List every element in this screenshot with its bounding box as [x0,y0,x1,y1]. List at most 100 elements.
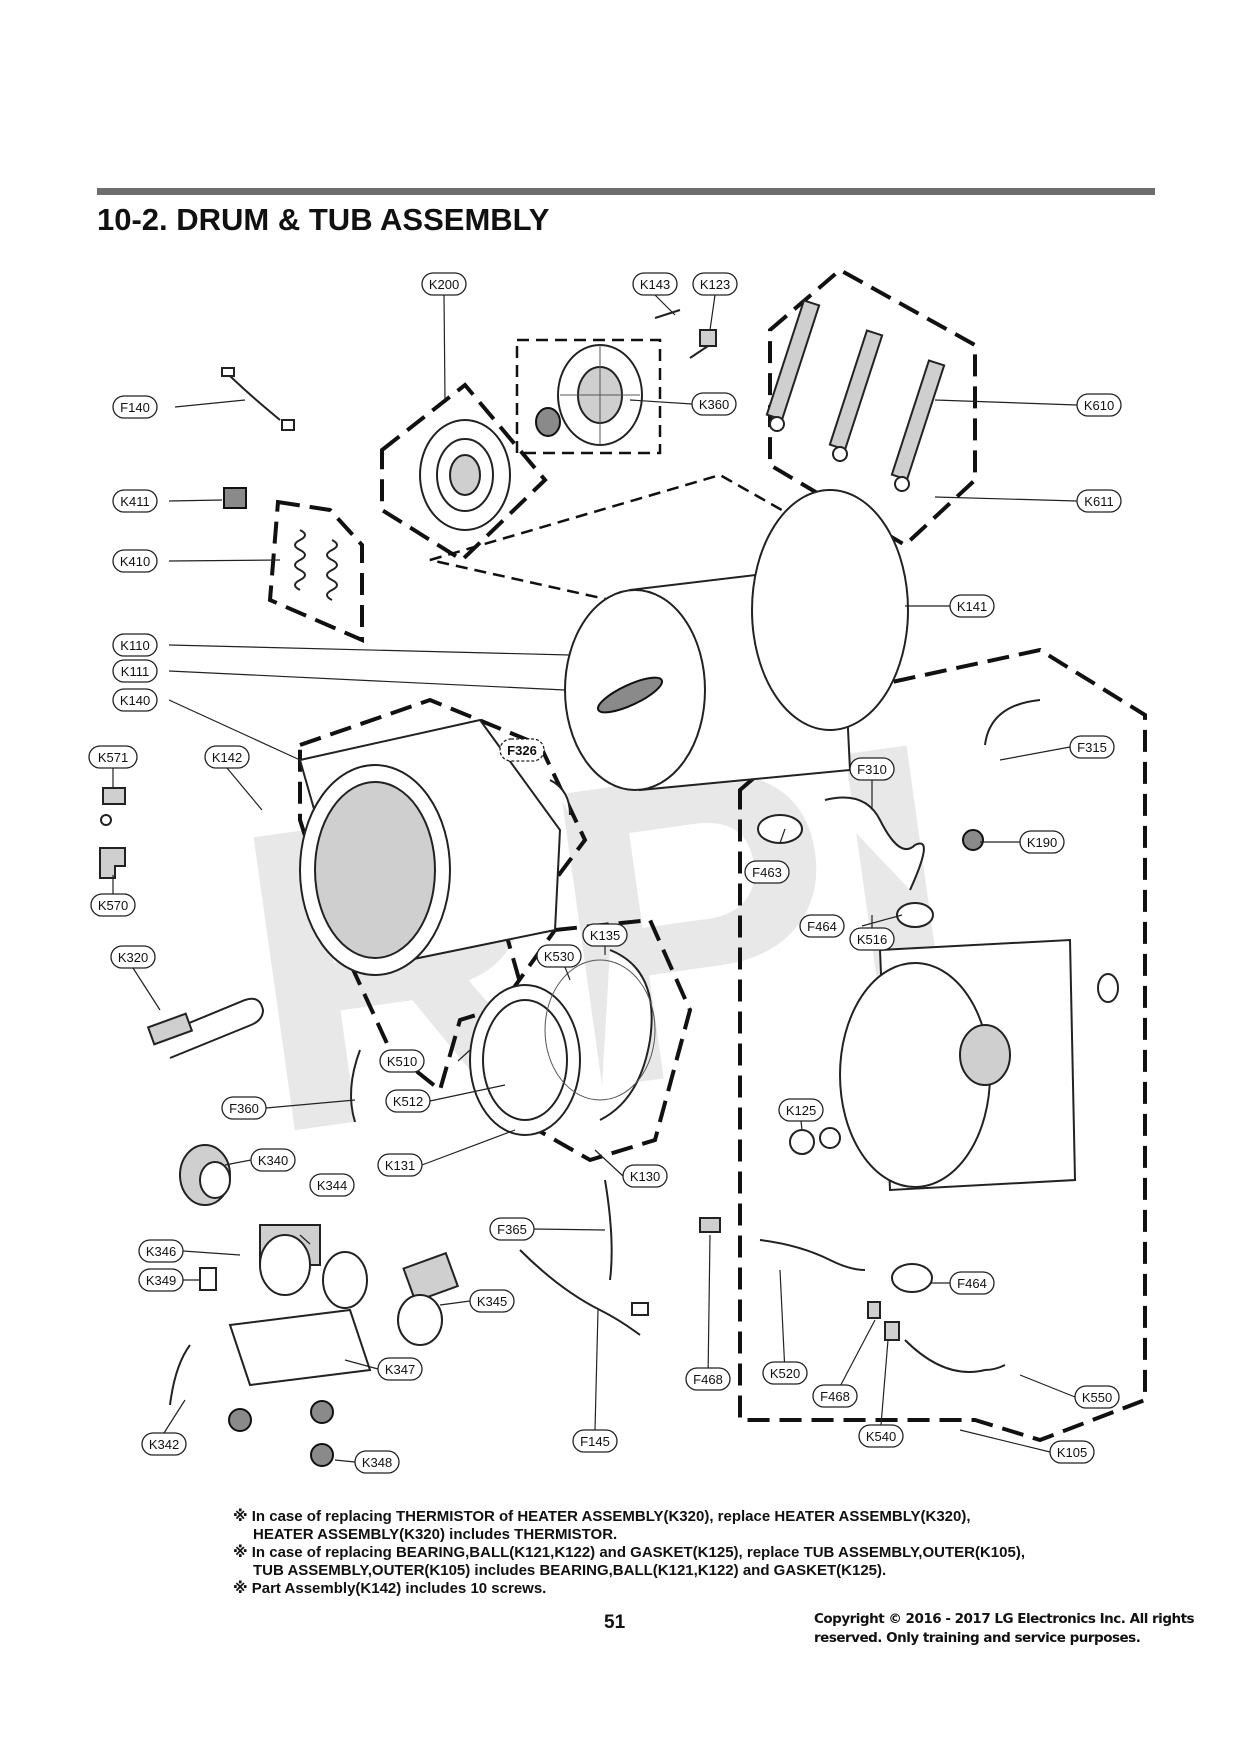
label-bubble: K346 [138,1239,184,1263]
bolts-part [654,309,717,359]
label-bubble: K130 [622,1164,668,1188]
sump-hose-part [759,1239,1006,1373]
svg-text:K347: K347 [385,1362,415,1377]
svg-text:F463: F463 [752,865,782,880]
label-bubble: K520 [762,1361,808,1385]
svg-text:K611: K611 [1084,494,1113,509]
note-line: ※ In case of replacing THERMISTOR of HEA… [233,1508,971,1525]
label-bubble: K516 [849,927,895,951]
part-label-bubbles: K200 K143 K123 F140 K360 K610 K411 K611 … [88,272,1122,1474]
note-line: ※ Part Assembly(K142) includes 10 screws… [233,1580,547,1597]
harness-part [221,367,295,431]
plug-part [699,1217,721,1233]
svg-text:K550: K550 [1082,1390,1112,1405]
svg-text:K344: K344 [317,1178,347,1193]
label-bubble: F468 [685,1367,731,1391]
label-bubble: K110 [112,633,158,657]
label-bubble: F140 [112,395,158,419]
label-bubble: K410 [112,549,158,573]
svg-text:K140: K140 [120,693,150,708]
gasket-part [789,1127,841,1155]
label-bubble: K611 [1076,489,1122,513]
svg-text:F315: F315 [1077,740,1107,755]
svg-text:K530: K530 [544,949,574,964]
label-bubble: K411 [112,489,158,513]
label-bubble: F468 [812,1384,858,1408]
svg-text:K348: K348 [362,1455,392,1470]
label-bubble: K570 [90,893,136,917]
svg-text:F145: F145 [580,1434,610,1449]
label-bubble: K125 [778,1098,824,1122]
hub-part [535,344,643,446]
section-rule [97,188,1155,195]
svg-text:K610: K610 [1084,398,1114,413]
label-bubble: K540 [858,1424,904,1448]
label-bubble: K190 [1019,830,1065,854]
svg-text:K200: K200 [429,277,459,292]
svg-text:K540: K540 [866,1429,896,1444]
svg-text:K130: K130 [630,1169,660,1184]
svg-text:K345: K345 [477,1294,507,1309]
group-outline-rear-tub [738,647,1147,1443]
label-bubble: K530 [536,944,582,968]
label-bubble: F464 [799,914,845,938]
tube-part [604,1179,613,1281]
label-bubble: K610 [1076,393,1122,417]
clip-part [223,487,247,509]
svg-text:F468: F468 [693,1372,723,1387]
svg-text:K342: K342 [149,1437,179,1452]
svg-text:K410: K410 [120,554,150,569]
svg-text:F464: F464 [807,919,837,934]
svg-text:K105: K105 [1057,1445,1087,1460]
label-bubble: F360 [221,1096,267,1120]
label-bubble: K344 [309,1173,355,1197]
svg-text:K190: K190 [1027,835,1057,850]
svg-text:K143: K143 [640,277,670,292]
label-bubble: K123 [692,272,738,296]
label-bubble: K342 [141,1432,187,1456]
svg-text:K411: K411 [120,494,149,509]
rear-tub-part [839,938,1119,1192]
svg-text:F464: F464 [957,1276,987,1291]
svg-text:K520: K520 [770,1366,800,1381]
label-bubble: K140 [112,688,158,712]
svg-text:F326: F326 [507,743,537,758]
drum-ring-part [751,489,909,731]
label-bubble: K320 [110,945,156,969]
svg-text:K570: K570 [98,898,128,913]
note-line: ※ In case of replacing BEARING,BALL(K121… [233,1544,1025,1561]
svg-text:K110: K110 [120,638,149,653]
small-hose-part [549,779,571,816]
svg-text:K111: K111 [121,664,149,679]
label-bubble: K141 [949,594,995,618]
svg-text:F360: F360 [229,1101,259,1116]
section-title: 10-2. DRUM & TUB ASSEMBLY [97,202,550,237]
label-bubble: K512 [385,1089,431,1113]
dampers-part [765,299,946,492]
label-bubble: K131 [377,1153,423,1177]
spider-part [419,419,511,531]
svg-text:K135: K135 [590,928,620,943]
label-bubble: F145 [572,1429,618,1453]
note-line: TUB ASSEMBLY,OUTER(K105) includes BEARIN… [253,1562,887,1579]
label-bubble: F326 [499,738,545,762]
svg-text:K142: K142 [212,750,242,765]
label-bubble: K571 [88,745,138,769]
door-ring-part [469,949,656,1136]
svg-text:K123: K123 [700,277,730,292]
svg-text:K512: K512 [393,1094,423,1109]
svg-text:F468: F468 [820,1389,850,1404]
copyright-line: reserved. Only training and service purp… [814,1630,1141,1646]
label-bubble: F463 [744,860,790,884]
label-bubble: F365 [489,1217,535,1241]
front-tub-part [298,718,562,976]
label-bubble: K360 [691,392,737,416]
label-bubble: K200 [421,272,467,296]
label-bubble: K143 [632,272,678,296]
valve-part [99,787,126,879]
svg-text:K320: K320 [118,950,148,965]
label-bubble: K142 [204,745,250,769]
svg-text:F365: F365 [497,1222,527,1237]
svg-text:K141: K141 [957,599,987,614]
